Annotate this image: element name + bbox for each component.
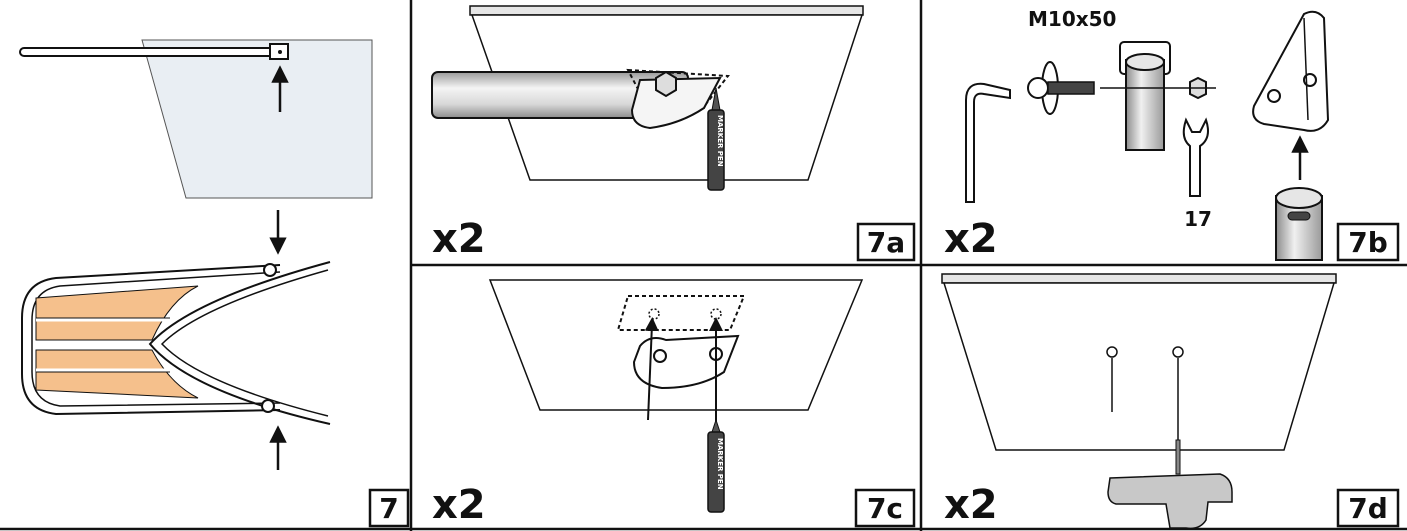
wall-edge <box>469 5 864 16</box>
wrench-size: 17 <box>1184 207 1212 231</box>
step-tag: 7c <box>867 492 903 525</box>
bracket <box>1252 10 1330 132</box>
sail-shape <box>141 39 373 199</box>
hex-bolt <box>655 70 677 98</box>
step-tag: 7b <box>1348 226 1388 259</box>
allen-key <box>965 82 1011 203</box>
sail-panel <box>942 282 1336 451</box>
panel-7c: MARKER PEN x2 7c <box>432 279 916 528</box>
bolt-label: M10x50 <box>1028 7 1116 31</box>
step-tag: 7a <box>867 226 905 259</box>
panel-7: 7 <box>19 39 410 528</box>
step-tag-box <box>856 222 916 262</box>
pen-label: MARKER PEN <box>716 115 724 167</box>
drill-hole <box>1106 346 1118 358</box>
step-tag: 7 <box>379 492 398 525</box>
wall-edge <box>941 273 1337 284</box>
quantity: x2 <box>432 216 486 262</box>
panel-7a: MARKER PEN x2 7a <box>431 5 916 262</box>
step-tag-box <box>368 488 410 528</box>
step-tag-box <box>1336 488 1400 528</box>
post <box>1119 41 1171 151</box>
frame-assembly <box>21 261 331 425</box>
marker-pen: MARKER PEN <box>707 418 725 513</box>
step-tag-box <box>854 488 916 528</box>
bolt <box>1027 61 1095 115</box>
drill-hole <box>1172 346 1184 358</box>
bracket-outline <box>616 295 746 331</box>
pole-top <box>19 43 289 60</box>
panel-7d: x2 7d <box>941 273 1400 530</box>
step-tag: 7d <box>1348 492 1388 525</box>
drill <box>1107 439 1233 530</box>
panel-7b: M10x50 17 x2 7b <box>944 7 1400 262</box>
quantity: x2 <box>944 216 998 262</box>
step-tag-box <box>1336 222 1400 262</box>
wrench <box>1182 117 1209 197</box>
quantity: x2 <box>432 482 486 528</box>
pen-label: MARKER PEN <box>716 438 724 490</box>
post-top <box>1275 187 1323 261</box>
marker-pen: MARKER PEN <box>707 87 725 191</box>
quantity: x2 <box>944 482 998 528</box>
